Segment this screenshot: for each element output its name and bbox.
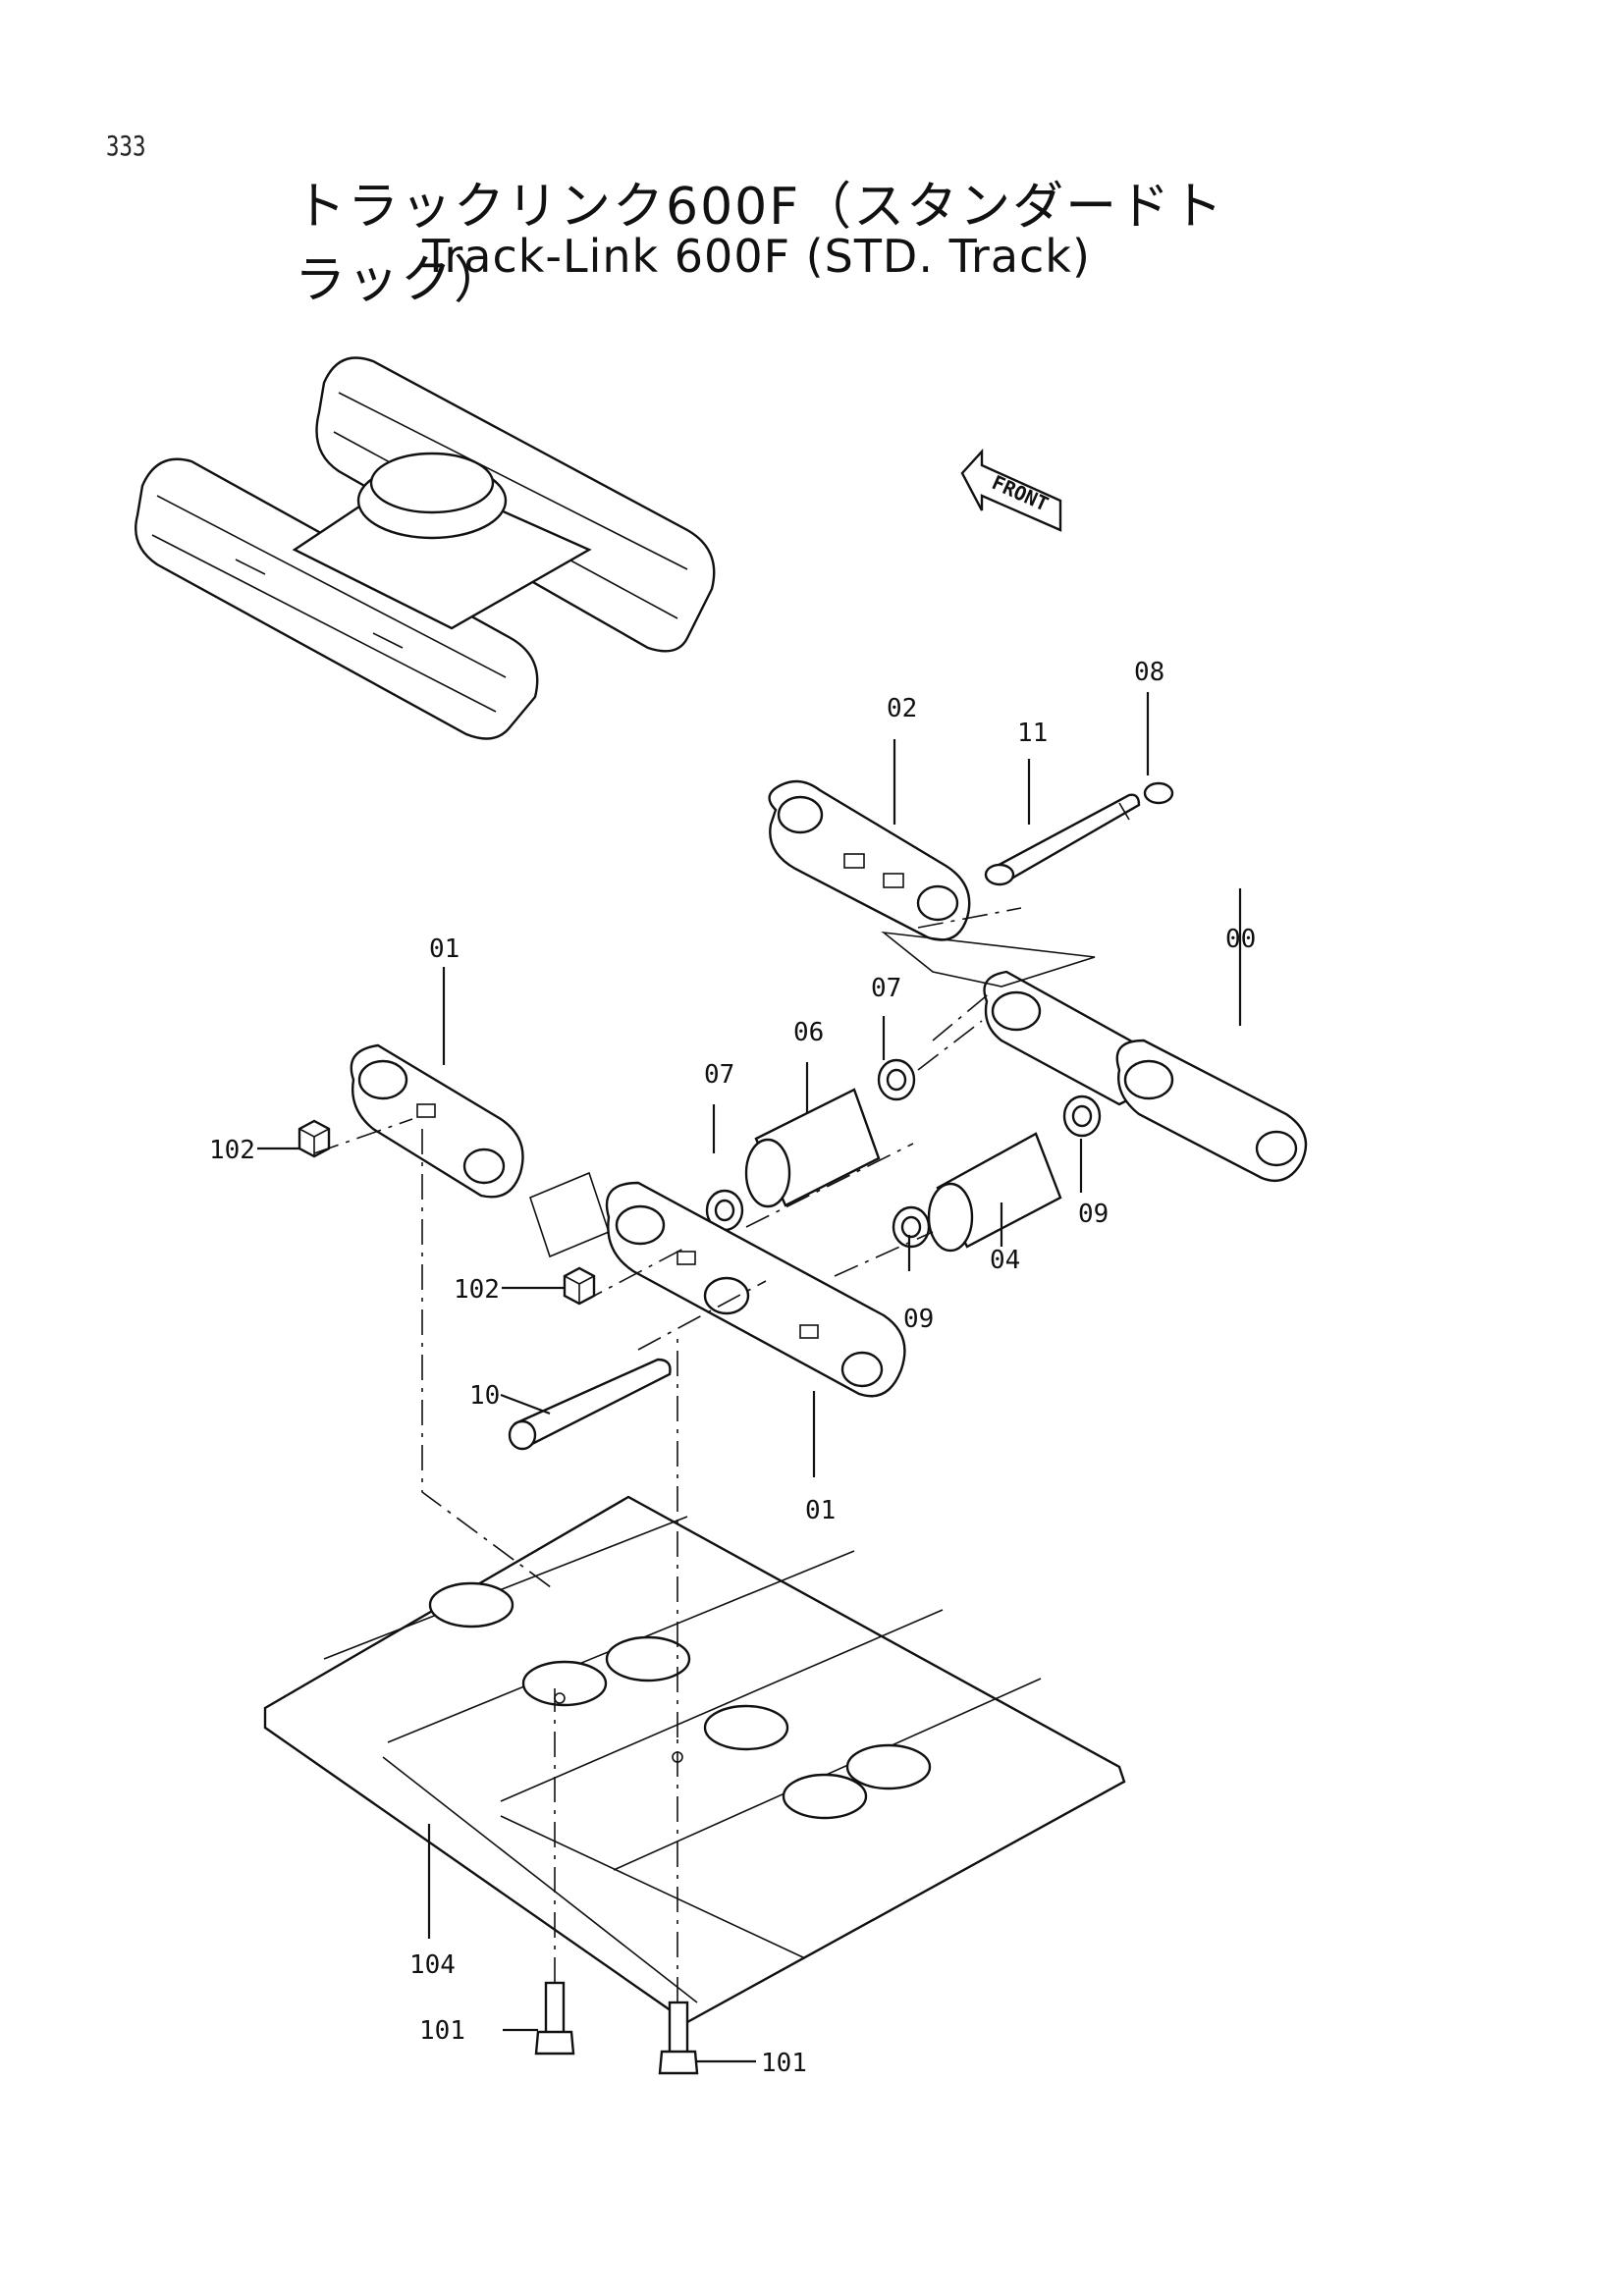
callout-02: 02 [887,694,917,723]
page-title-japanese: トラックリンク600F（スタンダードトラック） [295,178,1225,310]
callout-09-left: 09 [903,1305,934,1334]
bushing-04 [927,1132,1062,1253]
seal-09-left [892,1205,931,1249]
nut-102-bottom [563,1266,596,1306]
seal-07-right [877,1058,916,1101]
pin-10 [508,1358,672,1451]
page-title-english: Track-Link 600F (STD. Track) [422,230,1091,283]
callout-11: 11 [1017,719,1048,748]
bolt-101-left [534,1981,575,2056]
seal-09-right [1062,1095,1102,1138]
callout-01-bottom: 01 [805,1496,836,1525]
link-assembly-00 [983,970,1308,1183]
page-number: 333 [106,130,146,162]
callout-08: 08 [1134,658,1164,687]
callout-101-right: 101 [761,2049,807,2078]
callout-102-bottom: 102 [454,1275,500,1305]
seal-07-left [705,1189,744,1232]
callout-101-left: 101 [419,2016,465,2046]
master-link-02 [768,779,971,941]
callout-10: 10 [469,1381,500,1411]
link-01-bottom [605,1181,906,1398]
master-pin-11 [984,793,1141,886]
callout-01-top: 01 [429,934,460,964]
callout-102-top: 102 [209,1136,255,1165]
callout-labels: 00 01 01 02 04 06 07 07 08 09 09 10 11 1… [209,658,1256,2078]
assembly-lines [313,907,1096,2002]
callout-07-right: 07 [871,974,901,1003]
callout-104: 104 [409,1950,456,1980]
callout-00: 00 [1225,925,1256,954]
bolt-101-right [658,2001,699,2075]
front-arrow-icon: FRONT [960,448,1062,532]
callout-09-right: 09 [1078,1200,1109,1229]
link-01-top [350,1043,524,1199]
callout-06: 06 [793,1018,824,1047]
undercarriage-overview [135,356,716,740]
bushing-06 [744,1088,881,1208]
leader-lines [257,692,1242,2063]
callout-04: 04 [990,1246,1020,1275]
track-shoes-104 [263,1495,1126,2024]
nut-102-top [298,1119,331,1158]
snap-ring-08 [1143,781,1174,805]
callout-07-left: 07 [704,1060,734,1090]
